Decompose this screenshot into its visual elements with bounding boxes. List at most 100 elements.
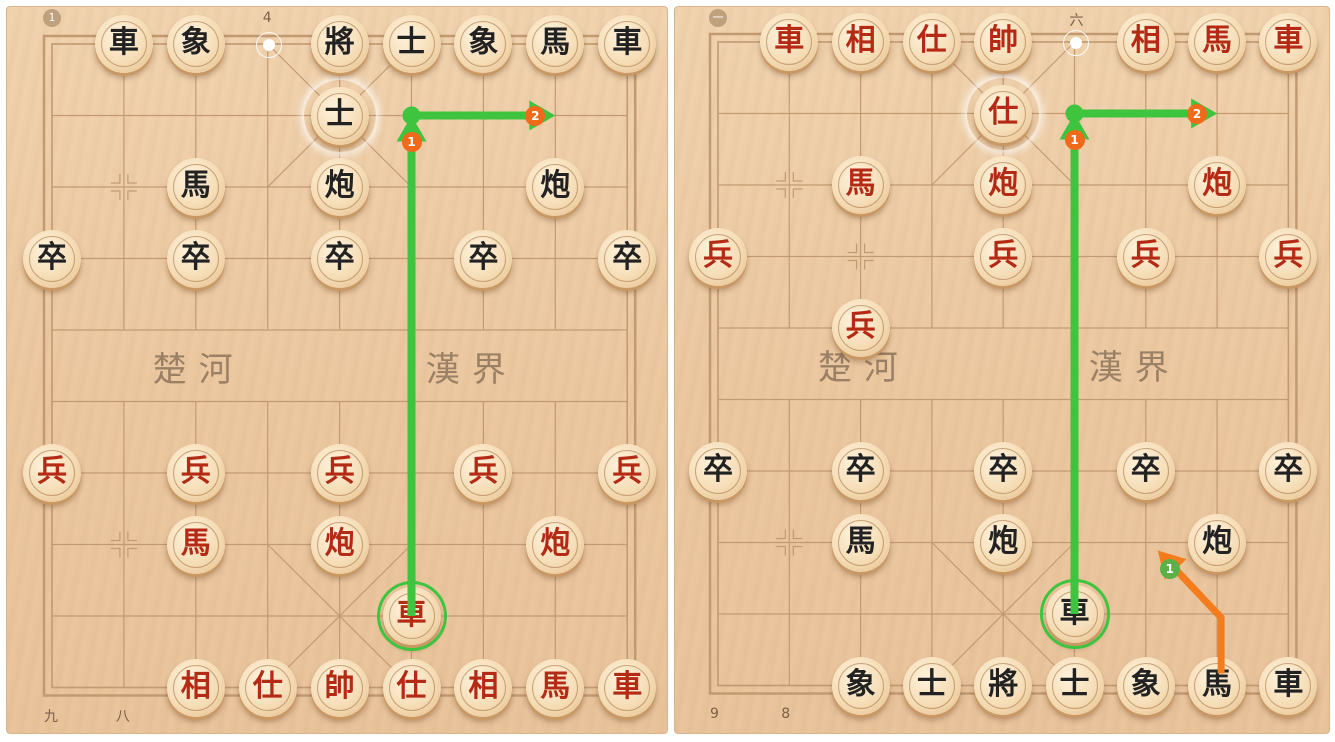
piece-red[interactable]: 相: [831, 13, 890, 71]
piece-red[interactable]: 馬: [831, 156, 890, 214]
piece-glyph: 車: [1273, 23, 1304, 58]
position-mark: [110, 547, 121, 558]
piece-black[interactable]: 卒: [310, 229, 369, 288]
piece-black[interactable]: 卒: [23, 229, 81, 288]
piece-black[interactable]: 卒: [689, 442, 747, 500]
piece-glyph: 兵: [612, 454, 643, 489]
position-mark: [864, 243, 874, 254]
piece-black[interactable]: 將: [310, 15, 369, 73]
piece-ring: [1194, 162, 1241, 208]
piece-black[interactable]: 象: [454, 15, 513, 73]
piece-red[interactable]: 仕: [974, 84, 1033, 143]
piece-ring: [532, 664, 579, 711]
piece-glyph: 車: [1273, 666, 1304, 702]
piece-black[interactable]: 炮: [1188, 513, 1247, 572]
piece-black[interactable]: 士: [902, 656, 961, 715]
piece-red[interactable]: 車: [760, 13, 819, 71]
piece-red[interactable]: 兵: [1116, 227, 1175, 286]
coord-label-top: 1: [43, 9, 61, 27]
piece-red[interactable]: 帥: [974, 13, 1033, 71]
piece-glyph: 仕: [396, 668, 427, 704]
piece-black[interactable]: 象: [166, 15, 225, 73]
piece-red[interactable]: 兵: [454, 444, 513, 502]
piece-red[interactable]: 兵: [310, 444, 369, 502]
piece-ring: [837, 448, 884, 494]
piece-black[interactable]: 將: [974, 656, 1033, 715]
piece-glyph: 兵: [180, 454, 211, 489]
piece-black[interactable]: 車: [1259, 656, 1318, 715]
piece-black[interactable]: 象: [831, 656, 890, 715]
piece-black[interactable]: 象: [1116, 656, 1175, 715]
piece-glyph: 象: [468, 25, 499, 60]
piece-red[interactable]: 馬: [166, 515, 225, 574]
piece-ring: [1122, 662, 1169, 709]
piece-red[interactable]: 相: [1116, 13, 1175, 71]
piece-red[interactable]: 仕: [902, 13, 961, 71]
piece-glyph: 卒: [845, 452, 876, 487]
piece-black[interactable]: 士: [310, 86, 369, 145]
piece-red[interactable]: 仕: [238, 658, 297, 717]
piece-black[interactable]: 馬: [166, 158, 225, 216]
piece-black[interactable]: 卒: [974, 442, 1033, 500]
piece-ring: [1265, 19, 1312, 65]
piece-ring: [388, 664, 435, 711]
piece-red[interactable]: 車: [1259, 13, 1318, 71]
piece-ring: [1265, 448, 1312, 494]
piece-red[interactable]: 炮: [526, 515, 585, 574]
piece-ring: [980, 448, 1027, 494]
piece-black[interactable]: 馬: [1188, 656, 1247, 715]
piece-black[interactable]: 士: [382, 15, 441, 73]
piece-red[interactable]: 炮: [974, 156, 1033, 214]
piece-black[interactable]: 炮: [310, 158, 369, 216]
position-mark: [792, 172, 803, 182]
piece-ring: [460, 235, 507, 282]
piece-ring: [604, 21, 651, 67]
piece-ring: [1194, 662, 1241, 709]
piece-black[interactable]: 士: [1045, 656, 1104, 715]
piece-red[interactable]: 炮: [1188, 156, 1247, 214]
piece-red[interactable]: 兵: [831, 299, 890, 357]
piece-red[interactable]: 車: [598, 658, 657, 717]
piece-ring: [980, 162, 1027, 208]
piece-black[interactable]: 卒: [831, 442, 890, 500]
piece-black[interactable]: 卒: [1259, 442, 1318, 500]
piece-ring: [532, 164, 579, 210]
piece-glyph: 將: [324, 25, 355, 60]
piece-glyph: 車: [774, 23, 805, 58]
piece-black[interactable]: 車: [598, 15, 657, 73]
last-move-marker: [255, 32, 282, 58]
piece-red[interactable]: 炮: [310, 515, 369, 574]
piece-glyph: 馬: [845, 166, 876, 201]
position-mark: [776, 188, 786, 198]
piece-glyph: 相: [845, 23, 876, 58]
piece-black[interactable]: 車: [94, 15, 153, 73]
piece-black[interactable]: 馬: [831, 513, 890, 572]
piece-red[interactable]: 兵: [974, 227, 1033, 286]
piece-red[interactable]: 兵: [689, 227, 747, 286]
piece-black[interactable]: 卒: [166, 229, 225, 288]
piece-ring: [980, 519, 1027, 566]
piece-glyph: 士: [324, 96, 355, 132]
piece-red[interactable]: 馬: [526, 658, 585, 717]
position-mark: [110, 174, 121, 184]
piece-black[interactable]: 卒: [598, 229, 657, 288]
piece-red[interactable]: 兵: [1259, 227, 1318, 286]
piece-red[interactable]: 相: [454, 658, 513, 717]
move-arrow-origin: [402, 106, 421, 125]
piece-ring: [29, 235, 75, 282]
piece-black[interactable]: 炮: [974, 513, 1033, 572]
piece-black[interactable]: 卒: [454, 229, 513, 288]
piece-red[interactable]: 兵: [23, 444, 81, 502]
piece-glyph: 卒: [1273, 452, 1304, 487]
piece-red[interactable]: 兵: [598, 444, 657, 502]
piece-black[interactable]: 卒: [1116, 442, 1175, 500]
piece-red[interactable]: 仕: [382, 658, 441, 717]
piece-black[interactable]: 炮: [526, 158, 585, 216]
piece-red[interactable]: 兵: [166, 444, 225, 502]
piece-red[interactable]: 相: [166, 658, 225, 717]
piece-red[interactable]: 馬: [1188, 13, 1247, 71]
piece-black[interactable]: 馬: [526, 15, 585, 73]
piece-red[interactable]: 帥: [310, 658, 369, 717]
